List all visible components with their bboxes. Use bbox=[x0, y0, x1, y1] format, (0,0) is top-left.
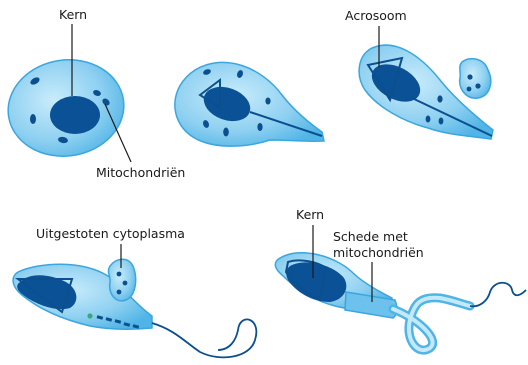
stage-3-spermatid bbox=[359, 26, 493, 139]
nucleus bbox=[50, 96, 100, 134]
label-mitochondrien: Mitochondriën bbox=[96, 165, 185, 180]
stage-2-spermatid bbox=[175, 62, 324, 146]
stage-4-spermatid bbox=[13, 244, 256, 357]
residual-body bbox=[460, 59, 491, 98]
label-acrosoom: Acrosoom bbox=[345, 8, 407, 23]
label-kern-2: Kern bbox=[296, 207, 324, 222]
flagellum bbox=[152, 319, 256, 357]
label-schede-line1: Schede met bbox=[333, 229, 408, 244]
flagellum-end bbox=[470, 283, 526, 307]
stage-1-spermatid bbox=[2, 24, 131, 164]
uitgestoten-cytoplasma-blob bbox=[108, 259, 135, 301]
label-schede-line2: mitochondriën bbox=[333, 245, 424, 260]
label-uitgestoten-cytoplasma: Uitgestoten cytoplasma bbox=[36, 226, 185, 241]
label-kern-1: Kern bbox=[59, 7, 87, 22]
